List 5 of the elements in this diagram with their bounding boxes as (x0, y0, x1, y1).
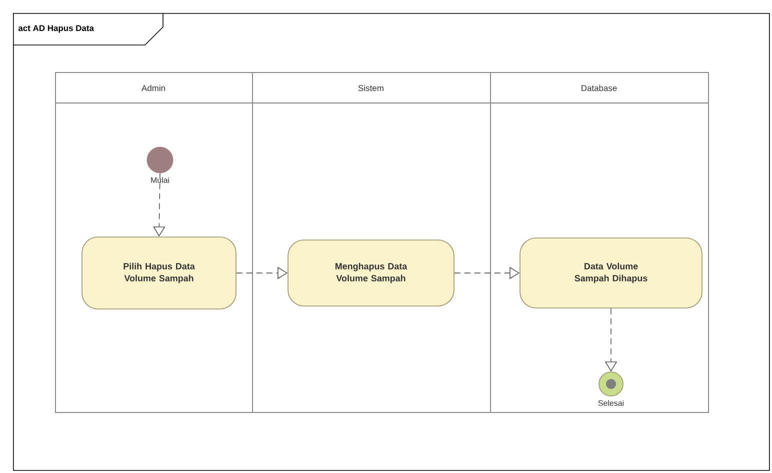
action-box: Data Volume Sampah Dihapus (520, 238, 702, 308)
start-node (146, 146, 174, 174)
action-box: Menghapus Data Volume Sampah (288, 240, 454, 306)
end-node (598, 372, 624, 396)
action-box: Pilih Hapus Data Volume Sampah (82, 236, 236, 310)
